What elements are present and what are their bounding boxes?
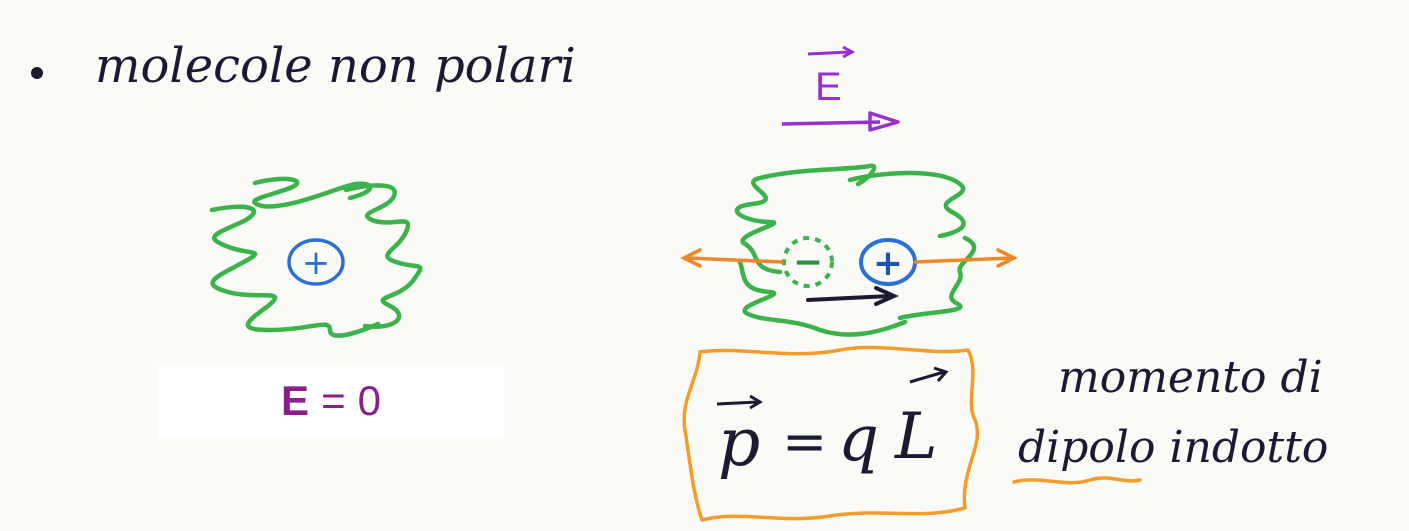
field-vector: E — [781, 45, 900, 132]
molecule-polarized: − + — [680, 163, 1018, 337]
dipole-formula-box: p = q L — [682, 345, 980, 522]
bullet-dot — [31, 67, 43, 79]
zero-field-equals: = — [321, 377, 346, 424]
zero-field-label: E = 0 — [158, 365, 504, 437]
formula-p: p — [718, 404, 760, 481]
formula-equals: = — [782, 410, 827, 473]
caption-line2: dipolo indotto — [1018, 422, 1328, 473]
formula-box-outline — [682, 345, 980, 522]
plus-charge-ring-left — [287, 238, 345, 286]
caption-underline — [1012, 476, 1142, 485]
caption-line1: momento di — [1058, 352, 1323, 403]
zero-field-value: 0 — [357, 377, 381, 424]
minus-charge: − — [793, 242, 823, 283]
formula-L: L — [894, 400, 938, 474]
field-label: E — [815, 65, 842, 109]
force-arrow-right-icon — [913, 248, 1018, 268]
heading-text: molecole non polari — [95, 38, 576, 94]
formula-q: q — [838, 402, 879, 476]
caption: momento di dipolo indotto — [1012, 352, 1328, 485]
L-vector-arrow-icon — [909, 366, 949, 384]
electron-cloud-right — [734, 163, 977, 337]
field-arrow-icon — [781, 111, 900, 132]
electron-cloud-left — [209, 176, 423, 338]
dipole-moment-arrow-icon — [806, 286, 899, 306]
field-label-arrow-icon — [807, 45, 856, 59]
zero-field-symbol: E — [281, 377, 310, 424]
force-arrow-left-icon — [680, 248, 784, 268]
plus-charge-right: + — [873, 243, 903, 284]
minus-charge-ring — [782, 236, 834, 288]
plus-charge-left: + — [302, 243, 331, 283]
p-vector-arrow-icon — [716, 394, 763, 410]
molecule-nonpolar: + — [209, 176, 423, 338]
